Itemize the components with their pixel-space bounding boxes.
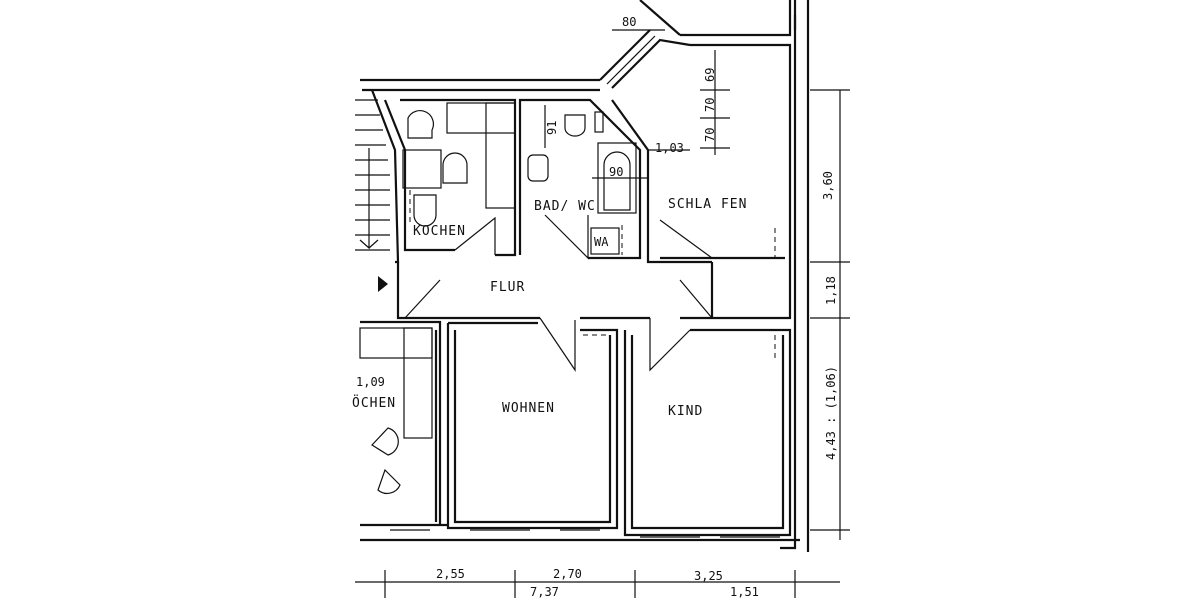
dim-right-360: 3,60 (821, 171, 835, 200)
dim-right-118: 1,18 (824, 276, 838, 305)
room-label-bad-wc: BAD/ WC (534, 199, 596, 214)
dim-109: 1,09 (356, 375, 385, 389)
dim-window: 80 (622, 15, 636, 29)
fixture-label-wa: WA (594, 235, 609, 249)
dim-bottom-255: 2,55 (436, 567, 465, 581)
room-label-schlafen: SCHLA FEN (668, 197, 747, 212)
dim-103: 1,03 (655, 141, 684, 155)
outer-walls (360, 0, 810, 552)
room-label-kind: KIND (668, 404, 703, 419)
door-swings (404, 214, 713, 372)
room-label-wohnen: WOHNEN (502, 401, 555, 416)
dim-69: 69 (703, 68, 717, 82)
dim-bottom-151: 1,51 (730, 585, 759, 599)
dim-91: 91 (545, 121, 559, 135)
dim-bottom-737: 7,37 (530, 585, 559, 599)
dim-bottom-325: 3,25 (694, 569, 723, 583)
room-label-neighbor-kochen: ÖCHEN (352, 394, 396, 411)
entrance-arrow (378, 276, 388, 292)
dim-70b: 70 (703, 128, 717, 142)
fixtures (355, 99, 776, 494)
dim-right-443: 4,43 : (1,06) (824, 366, 838, 460)
dim-90: 90 (609, 165, 623, 179)
room-label-flur: FLUR (490, 280, 525, 295)
room-label-kochen: KOCHEN (413, 224, 466, 239)
dimension-lines (355, 29, 850, 598)
dim-70a: 70 (703, 98, 717, 112)
dim-bottom-270: 2,70 (553, 567, 582, 581)
